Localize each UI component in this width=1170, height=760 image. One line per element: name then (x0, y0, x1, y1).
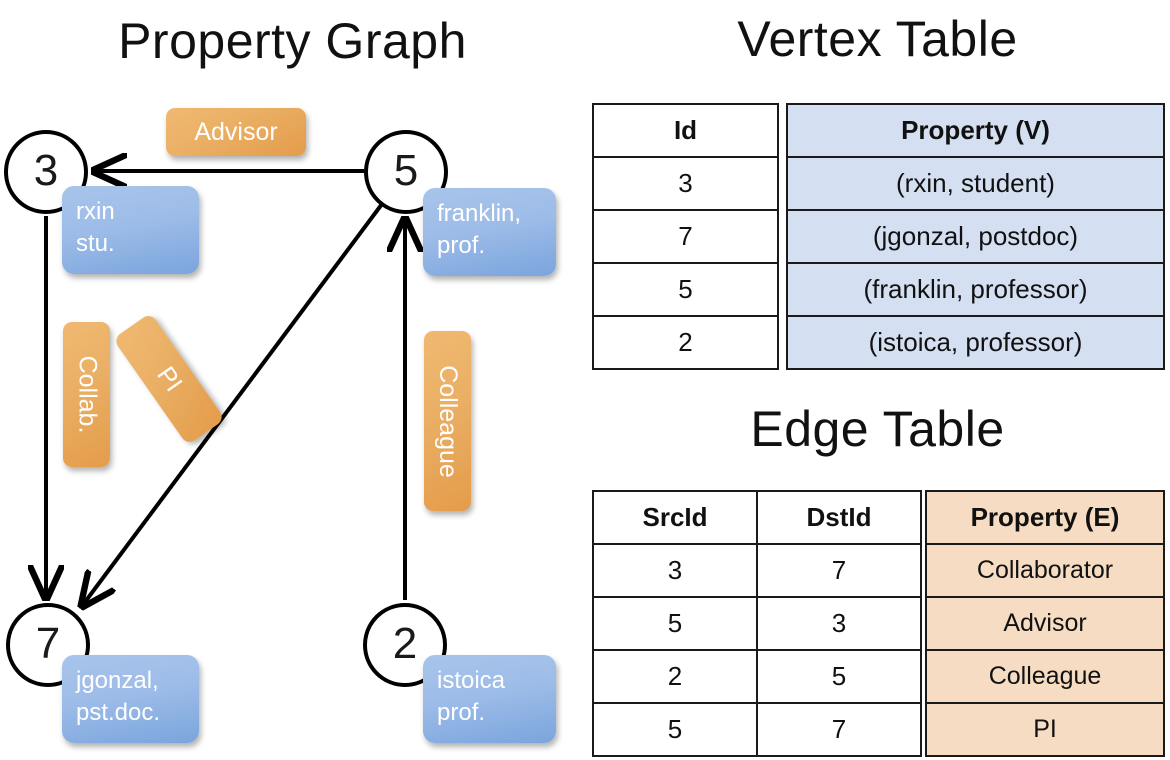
table-row: 5 3 (592, 596, 922, 651)
table-row: 2 (592, 315, 779, 370)
graph-node-3-id: 3 (33, 146, 59, 195)
node-property-box-3-name: rxin (76, 198, 115, 225)
node-property-box-7: jgonzal, pst.doc. (62, 655, 199, 743)
vertex-table-cell-property: (franklin, professor) (786, 262, 1165, 317)
edge-label-collab-text: Collab. (73, 355, 102, 434)
edge-label-pi-text: PI (151, 361, 188, 397)
graph-node-7-id: 7 (35, 619, 61, 668)
table-row: 5 7 (592, 702, 922, 757)
node-property-box-7-name: jgonzal, (76, 667, 159, 694)
table-row: 5 (592, 262, 779, 317)
table-header-row: SrcId DstId (592, 490, 922, 545)
table-row: 3 (592, 156, 779, 211)
table-row: Advisor (925, 596, 1165, 651)
edge-table-cell-dst: 7 (756, 543, 922, 598)
edge-table-header-property: Property (E) (925, 490, 1165, 545)
edge-table-cell-property: Collaborator (925, 543, 1165, 598)
node-property-box-5-name: franklin, (437, 200, 522, 227)
node-property-box-5: franklin, prof. (423, 188, 556, 276)
edge-table-cell-dst: 3 (756, 596, 922, 651)
edge-label-colleague: Colleague (424, 331, 471, 511)
edge-label-advisor-text: Advisor (194, 117, 278, 146)
node-property-box-3: rxin stu. (62, 186, 199, 274)
graph-node-5[interactable]: 5 (364, 130, 448, 214)
edge-table-cell-property: Advisor (925, 596, 1165, 651)
vertex-table-cell-property: (jgonzal, postdoc) (786, 209, 1165, 264)
node-property-box-3-role: stu. (76, 230, 115, 258)
edge-arrow-5-to-7 (82, 202, 384, 606)
table-row: 7 (592, 209, 779, 264)
table-header-row: Property (E) (925, 490, 1165, 545)
table-header-row: Id (592, 103, 779, 158)
edge-table-cell-property: PI (925, 702, 1165, 757)
table-row: Colleague (925, 649, 1165, 704)
table-header-row: Property (V) (786, 103, 1165, 158)
table-row: 2 5 (592, 649, 922, 704)
page-title-vertex-table: Vertex Table (737, 11, 1018, 67)
table-row: Collaborator (925, 543, 1165, 598)
vertex-table-cell-id: 3 (592, 156, 779, 211)
edge-table-header-dstid: DstId (756, 490, 922, 545)
node-property-box-5-role: prof. (437, 232, 486, 260)
edge-table-src-dst-columns: SrcId DstId 3 7 5 3 2 5 5 7 (592, 490, 922, 757)
edge-table-cell-src: 3 (592, 543, 758, 598)
graph-edges-layer (0, 0, 585, 760)
node-property-box-2: istoica prof. (423, 655, 556, 743)
edge-table-cell-dst: 5 (756, 649, 922, 704)
table-row: (franklin, professor) (786, 262, 1165, 317)
edge-label-collab: Collab. (63, 322, 110, 467)
edge-table-property-column: Property (E) Collaborator Advisor Collea… (925, 490, 1165, 757)
vertex-table-header-id: Id (592, 103, 779, 158)
vertex-table-header-property: Property (V) (786, 103, 1165, 158)
node-property-box-2-name: istoica (437, 667, 506, 694)
vertex-table-cell-id: 5 (592, 262, 779, 317)
edge-label-colleague-text: Colleague (434, 364, 462, 478)
page-title-property-graph: Property Graph (118, 13, 467, 69)
property-graph-panel: Property Graph Advisor Collab. PI Collea… (0, 0, 585, 760)
vertex-table-property-column: Property (V) (rxin, student) (jgonzal, p… (786, 103, 1165, 370)
node-property-box-2-role: prof. (437, 699, 486, 727)
edge-table-cell-src: 2 (592, 649, 758, 704)
vertex-table-cell-id: 7 (592, 209, 779, 264)
table-row: (istoica, professor) (786, 315, 1165, 370)
graph-node-5-id: 5 (393, 146, 419, 195)
table-row: PI (925, 702, 1165, 757)
page-title-edge-table: Edge Table (750, 401, 1005, 457)
table-row: 3 7 (592, 543, 922, 598)
edge-table-cell-src: 5 (592, 702, 758, 757)
edge-table-cell-dst: 7 (756, 702, 922, 757)
vertex-table-cell-id: 2 (592, 315, 779, 370)
vertex-table-cell-property: (rxin, student) (786, 156, 1165, 211)
vertex-table-id-column: Id 3 7 5 2 (592, 103, 779, 370)
node-property-box-7-role: pst.doc. (76, 699, 161, 727)
edge-table-header-srcid: SrcId (592, 490, 758, 545)
vertex-table-cell-property: (istoica, professor) (786, 315, 1165, 370)
edge-label-advisor: Advisor (166, 108, 306, 156)
edge-table-cell-property: Colleague (925, 649, 1165, 704)
edge-table-cell-src: 5 (592, 596, 758, 651)
table-row: (rxin, student) (786, 156, 1165, 211)
graph-node-2-id: 2 (392, 619, 418, 668)
table-row: (jgonzal, postdoc) (786, 209, 1165, 264)
graph-node-2[interactable]: 2 (363, 603, 447, 687)
